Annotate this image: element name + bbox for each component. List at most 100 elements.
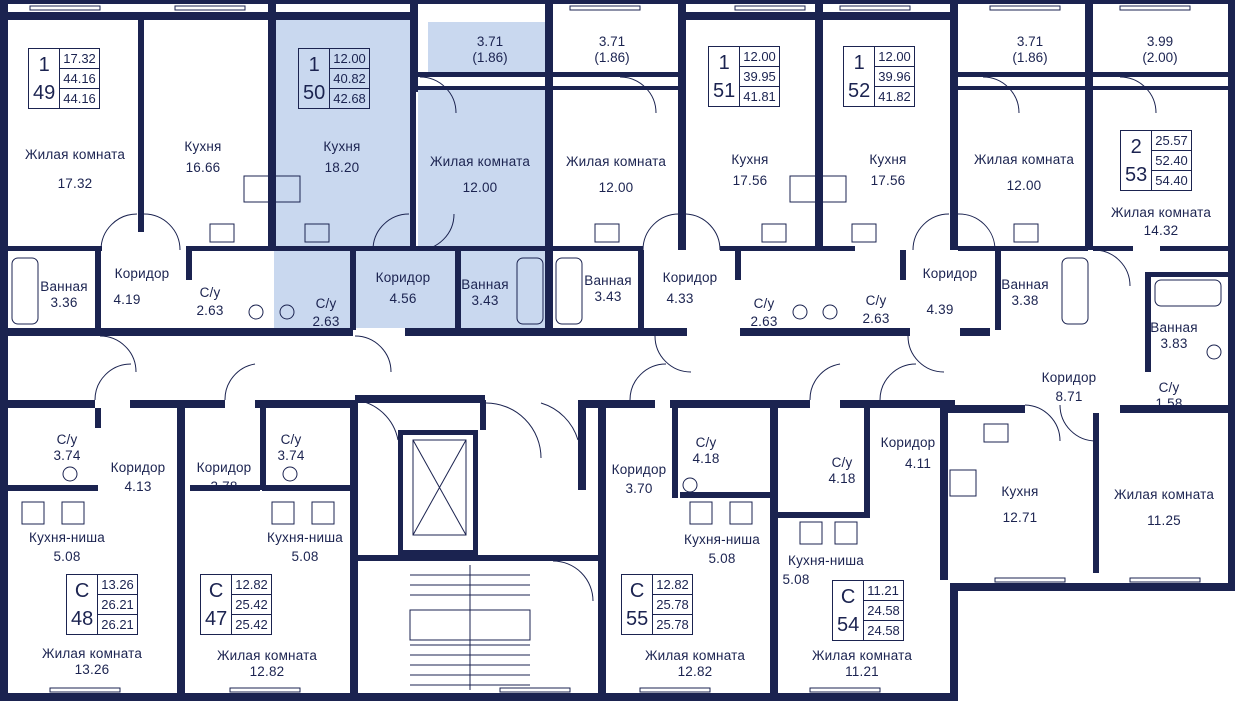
room-area: 2.63 (196, 303, 224, 318)
room-area: 2.63 (312, 314, 340, 329)
staircase (409, 565, 531, 690)
apartment-number: 48 (71, 607, 94, 630)
room-name: С/у (315, 296, 337, 311)
room-name: Ванная (584, 273, 632, 288)
total-area-with-balcony: 44.16 (60, 88, 99, 108)
room-name: Коридор (611, 462, 667, 477)
room-name: Жилая комната (565, 154, 667, 169)
room-name: Кухня (1001, 484, 1039, 499)
room-area: 17.56 (732, 173, 768, 188)
apartment-rooms: 1 (38, 53, 50, 76)
apartment-rooms: 1 (308, 53, 320, 76)
apartment-number: 51 (713, 79, 736, 102)
apartment-rooms: 2 (1130, 135, 1142, 158)
room-area: 4.19 (113, 292, 141, 307)
room-area: 16.66 (185, 160, 221, 175)
room-area: 4.18 (692, 451, 720, 466)
room-name: С/у (753, 296, 775, 311)
living-area: 12.00 (878, 49, 911, 64)
room-area: 3.78 (210, 479, 238, 494)
room-name: Жилая комната (216, 648, 318, 663)
room-name: С/у (831, 455, 853, 470)
room-area: 3.74 (53, 448, 81, 463)
room-area: 11.25 (1147, 513, 1181, 528)
living-area: 12.00 (333, 51, 366, 66)
room-name: Жилая комната (41, 646, 143, 661)
apartment-number: 50 (303, 81, 326, 104)
apartment-number: 53 (1125, 163, 1148, 186)
room-area: 12.00 (1006, 178, 1042, 193)
living-area: 12.82 (656, 577, 689, 592)
total-area: 39.95 (740, 66, 779, 86)
room-name: С/у (199, 285, 221, 300)
balcony-reduced-area: (1.86) (472, 50, 508, 65)
balcony-label: 3.71(1.86) (472, 34, 507, 66)
balcony-label: 3.99(2.00) (1142, 34, 1177, 66)
room-name: Кухня (184, 139, 222, 154)
room-name: Коридор (880, 435, 936, 450)
total-area-with-balcony: 26.21 (98, 614, 137, 634)
room-name: Ванная (40, 279, 88, 294)
total-area: 25.42 (232, 594, 271, 614)
living-area: 12.00 (743, 49, 776, 64)
fixtures (11, 175, 1222, 545)
room-name: Жилая комната (973, 152, 1075, 167)
living-area: 17.32 (63, 51, 96, 66)
apartment-rooms: С (208, 579, 224, 602)
total-area-with-balcony: 54.40 (1152, 170, 1191, 190)
apartment-number: 55 (626, 607, 649, 630)
window-marks (29, 5, 1201, 693)
room-name: Кухня-ниша (29, 530, 105, 545)
apartment-number: 47 (205, 607, 228, 630)
room-area: 3.38 (1011, 293, 1039, 308)
room-area: 13.26 (74, 662, 110, 677)
room-name: Кухня-ниша (267, 530, 343, 545)
balcony-reduced-area: (2.00) (1142, 50, 1178, 65)
room-name: Кухня (869, 152, 907, 167)
balcony-reduced-area: (1.86) (1012, 50, 1048, 65)
balcony-label: 3.71(1.86) (1012, 34, 1047, 66)
room-name: Коридор (662, 270, 718, 285)
room-area: 11.21 (845, 664, 879, 679)
room-area: 4.56 (389, 291, 417, 306)
room-area: 3.83 (1160, 336, 1188, 351)
room-name: Кухня-ниша (684, 532, 760, 547)
room-area: 1.58 (1155, 396, 1183, 411)
room-area: 8.71 (1055, 389, 1083, 404)
total-area: 24.58 (864, 600, 903, 620)
room-area: 12.00 (598, 180, 634, 195)
balcony-reduced-area: (1.86) (594, 50, 630, 65)
apartment-rooms: 1 (853, 51, 865, 74)
room-name: Жилая комната (1110, 205, 1212, 220)
room-name: Жилая комната (24, 147, 126, 162)
balcony-label: 3.71(1.86) (594, 34, 629, 66)
